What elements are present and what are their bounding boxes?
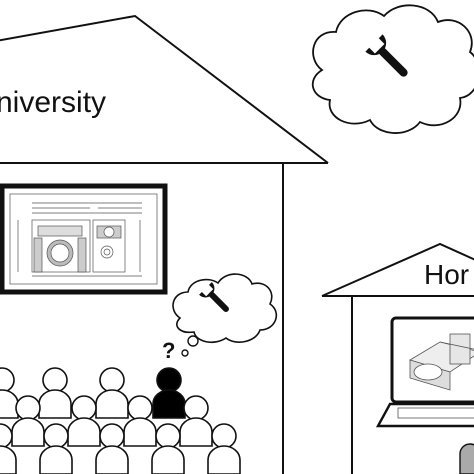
bubble-dot-large: [187, 335, 199, 347]
large-cloud: [311, 4, 474, 134]
university-roof: [0, 14, 329, 164]
student: [39, 423, 73, 474]
student: [38, 367, 72, 419]
university-building: niversity: [0, 14, 329, 474]
student-thought-bubble: [172, 273, 278, 357]
student-highlighted: [152, 367, 186, 419]
home-label: Hor: [424, 259, 469, 290]
student: [95, 367, 129, 419]
wrench-icon: [199, 282, 229, 312]
home-user: [459, 443, 474, 474]
student: [179, 395, 213, 447]
large-thought-bubble: [311, 4, 474, 134]
student: [67, 395, 101, 447]
home-roof: [321, 242, 474, 297]
student: [11, 395, 45, 447]
home-building: Hor: [321, 242, 474, 474]
laptop-icon: [375, 316, 474, 474]
projector-screen: [0, 183, 168, 295]
laptop-base: [375, 402, 474, 428]
student: [151, 423, 185, 474]
student: [207, 423, 241, 474]
bubble-dot-small: [181, 349, 189, 357]
wrench-icon: [365, 34, 408, 77]
university-label: niversity: [0, 86, 106, 119]
student: [95, 423, 129, 474]
laptop-keyboard: [397, 407, 474, 419]
student: [0, 367, 19, 419]
student: [0, 423, 17, 474]
question-mark: ?: [162, 338, 175, 363]
students: [0, 367, 241, 474]
technical-drawing: [17, 202, 142, 277]
student: [123, 395, 157, 447]
